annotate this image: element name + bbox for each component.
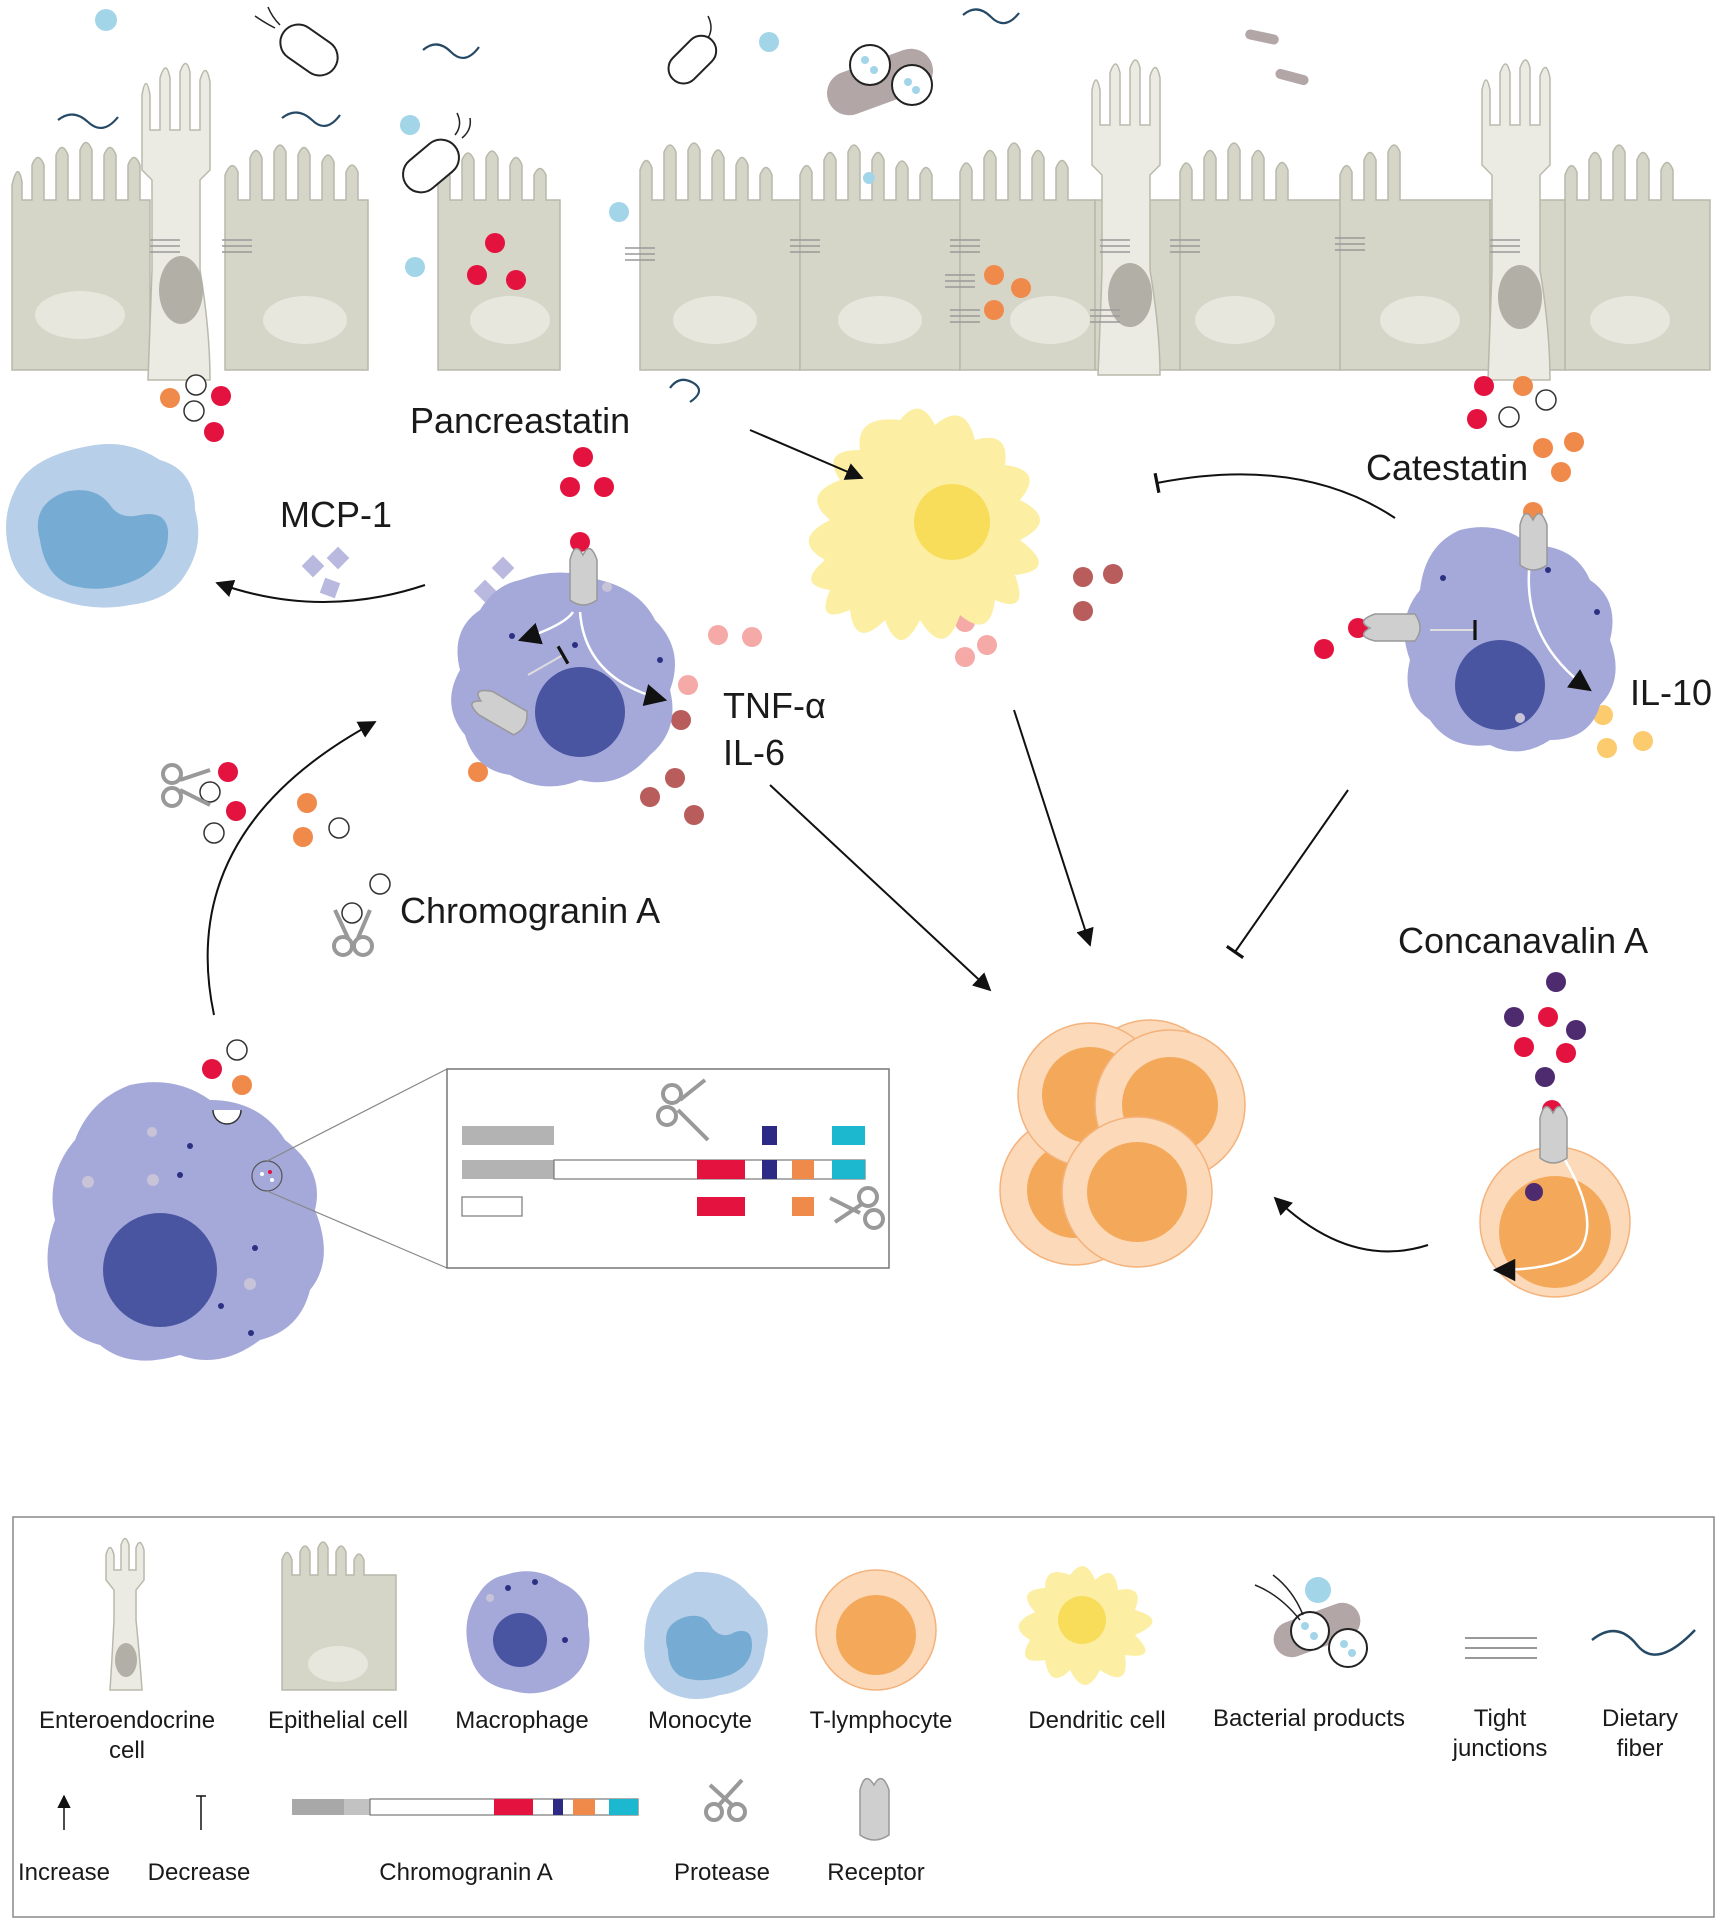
dendritic-cell bbox=[808, 408, 1040, 640]
protease-icon bbox=[332, 909, 374, 957]
epithelial-nucleus bbox=[35, 291, 125, 339]
receptor-icon bbox=[1362, 613, 1421, 642]
legend-label-bacterial: Bacterial products bbox=[1213, 1705, 1405, 1732]
pancreastatin-dots bbox=[202, 233, 1576, 1120]
label-pancreastatin: Pancreastatin bbox=[410, 400, 630, 441]
epithelial-nucleus bbox=[1380, 296, 1460, 344]
monocyte-cell bbox=[6, 444, 199, 608]
legend-label-receptor: Receptor bbox=[827, 1859, 924, 1886]
legend-tight-junctions-icon bbox=[1465, 1637, 1537, 1659]
il6-dots bbox=[640, 564, 1123, 825]
legend-protease-icon bbox=[704, 1778, 747, 1822]
legend-label-macrophage: Macrophage bbox=[455, 1707, 588, 1734]
legend-decrease-icon bbox=[196, 1795, 206, 1830]
receptor-icon bbox=[1519, 512, 1548, 571]
legend-label-increase: Increase bbox=[18, 1859, 110, 1886]
epithelial-nucleus bbox=[1590, 296, 1670, 344]
protease-icon bbox=[161, 763, 211, 808]
label-chromogranin: Chromogranin A bbox=[400, 890, 660, 931]
bacterial-products bbox=[95, 6, 1309, 277]
legend-receptor-icon bbox=[859, 1777, 890, 1841]
epithelium-layer bbox=[11, 141, 1711, 371]
chromogranin-zoom-panel bbox=[266, 1068, 890, 1269]
label-il6: IL-6 bbox=[723, 732, 785, 773]
epithelial-nucleus bbox=[673, 296, 757, 344]
legend-dietary-fiber-icon bbox=[1591, 1629, 1696, 1656]
macrophage-cell bbox=[1404, 527, 1616, 752]
legend-label-protease: Protease bbox=[674, 1859, 770, 1886]
legend-label-monocyte: Monocyte bbox=[648, 1707, 752, 1734]
bacterium-icon bbox=[254, 6, 339, 77]
legend-label-fiber: Dietary bbox=[1602, 1705, 1678, 1732]
label-catestatin: Catestatin bbox=[1366, 447, 1528, 488]
legend-t-lymphocyte-icon bbox=[815, 1569, 937, 1691]
label-mcp1: MCP-1 bbox=[280, 494, 392, 535]
macrophage-cell bbox=[47, 1082, 324, 1361]
legend-enteroendocrine-icon bbox=[105, 1537, 145, 1691]
epithelial-nucleus bbox=[838, 296, 922, 344]
legend-label-chromogranin: Chromogranin A bbox=[379, 1859, 552, 1886]
legend-label-enteroendocrine: Enteroendocrine bbox=[39, 1707, 215, 1734]
legend-macrophage-icon bbox=[466, 1571, 590, 1694]
legend-bacterial-products-icon bbox=[1254, 1574, 1368, 1668]
legend-label-dendritic: Dendritic cell bbox=[1028, 1707, 1165, 1734]
epithelial-nucleus bbox=[1195, 296, 1275, 344]
dietary-fiber bbox=[57, 8, 1020, 403]
bacterium-icon bbox=[402, 112, 472, 194]
label-tnf: TNF-α bbox=[723, 685, 826, 726]
legend-label-enteroendocrine-2: cell bbox=[109, 1737, 145, 1764]
legend-epithelial-icon bbox=[281, 1541, 397, 1691]
legend-dendritic-icon bbox=[1018, 1566, 1153, 1685]
legend-monocyte-icon bbox=[644, 1571, 768, 1699]
legend-label-fiber-2: fiber bbox=[1617, 1735, 1664, 1762]
legend-chromogranin-icon bbox=[292, 1798, 639, 1816]
tight-junctions bbox=[150, 237, 1520, 323]
t-lymphocyte-cluster bbox=[999, 1019, 1246, 1268]
label-il10: IL-10 bbox=[1630, 672, 1712, 713]
legend-label-tight-2: junctions bbox=[1452, 1735, 1548, 1762]
protease-icon bbox=[829, 1186, 885, 1230]
enteroendocrine-cell bbox=[1091, 59, 1161, 376]
pathway-arrows bbox=[206, 429, 1429, 1253]
concanavalin-dots bbox=[1504, 972, 1586, 1087]
legend-label-tight: Tight bbox=[1474, 1705, 1527, 1732]
bacterium-icon bbox=[667, 15, 718, 85]
legend-label-decrease: Decrease bbox=[148, 1859, 251, 1886]
macrophage-cell bbox=[451, 572, 675, 787]
t-lymphocyte-cell bbox=[1479, 1146, 1631, 1298]
epithelial-nucleus bbox=[263, 296, 347, 344]
catestatin-dots bbox=[160, 265, 1584, 1095]
receptor-icon bbox=[471, 689, 528, 736]
chromogranin-white-dots bbox=[183, 374, 1557, 1061]
receptor-icon bbox=[569, 547, 598, 606]
epithelial-nucleus bbox=[1010, 296, 1090, 344]
legend-label-epithelial: Epithelial cell bbox=[268, 1707, 408, 1734]
bacterial-vesicle-icon bbox=[826, 44, 934, 116]
label-concanavalin: Concanavalin A bbox=[1398, 920, 1648, 961]
epithelial-nucleus bbox=[470, 296, 550, 344]
receptor-icon bbox=[1539, 1105, 1568, 1164]
enteroendocrine-cell bbox=[1481, 59, 1551, 381]
enteroendocrine-cell bbox=[141, 62, 211, 381]
legend-label-t-lymphocyte: T-lymphocyte bbox=[810, 1707, 953, 1734]
protease-icon bbox=[656, 1078, 710, 1142]
legend-panel: Enteroendocrine cell Epithelial cell Mac… bbox=[12, 1516, 1715, 1918]
